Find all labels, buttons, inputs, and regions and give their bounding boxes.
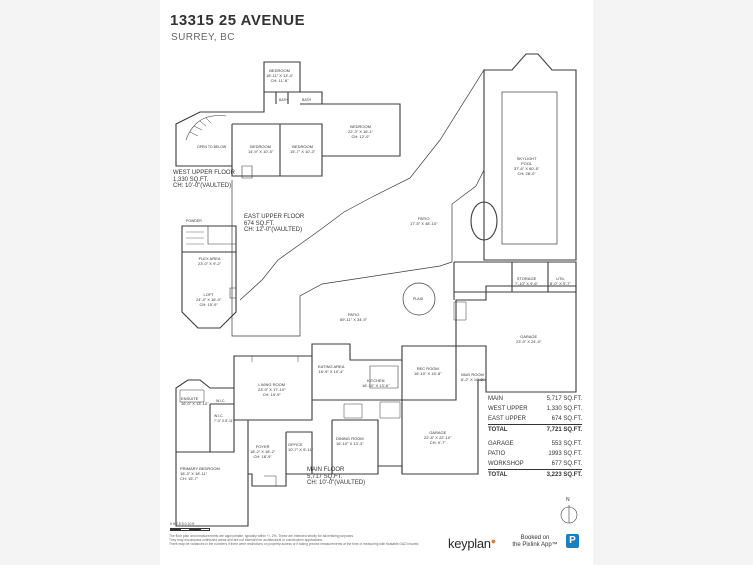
main-floor-walls	[175, 285, 577, 527]
room-wic-b: W.I.C.7'-0" X 8'-11"	[214, 414, 234, 423]
room-plaid: PLAID	[413, 297, 424, 301]
north-label: N	[566, 497, 570, 503]
scale-bar	[170, 518, 210, 531]
patio-outline	[231, 68, 485, 337]
booked-on-pixlink: Booked on the Pixlink App™	[512, 535, 558, 548]
keyplan-logo: keyplan●	[448, 536, 496, 551]
compass-rose	[560, 505, 578, 524]
property-city: SURREY, BC	[171, 32, 235, 43]
room-bath-a: BATH	[279, 98, 289, 102]
pool-house-walls	[453, 53, 577, 300]
disclaimer-text: The floor plan and measurements are appr…	[169, 534, 420, 546]
room-bath-b: BATH	[302, 98, 312, 102]
room-wic-a: W.I.C.	[216, 399, 226, 403]
east-upper-floor-walls	[181, 225, 237, 329]
room-open-below: OPEN TO BELOW	[197, 145, 227, 149]
pixlink-app-icon[interactable]: P	[566, 534, 579, 548]
property-address: 13315 25 AVENUE	[170, 12, 306, 29]
scale-labels: 0 ft 2.5 5.0 10 ft	[170, 522, 195, 526]
west-upper-floor-walls	[175, 61, 401, 179]
room-powder: POWDER	[186, 219, 202, 223]
